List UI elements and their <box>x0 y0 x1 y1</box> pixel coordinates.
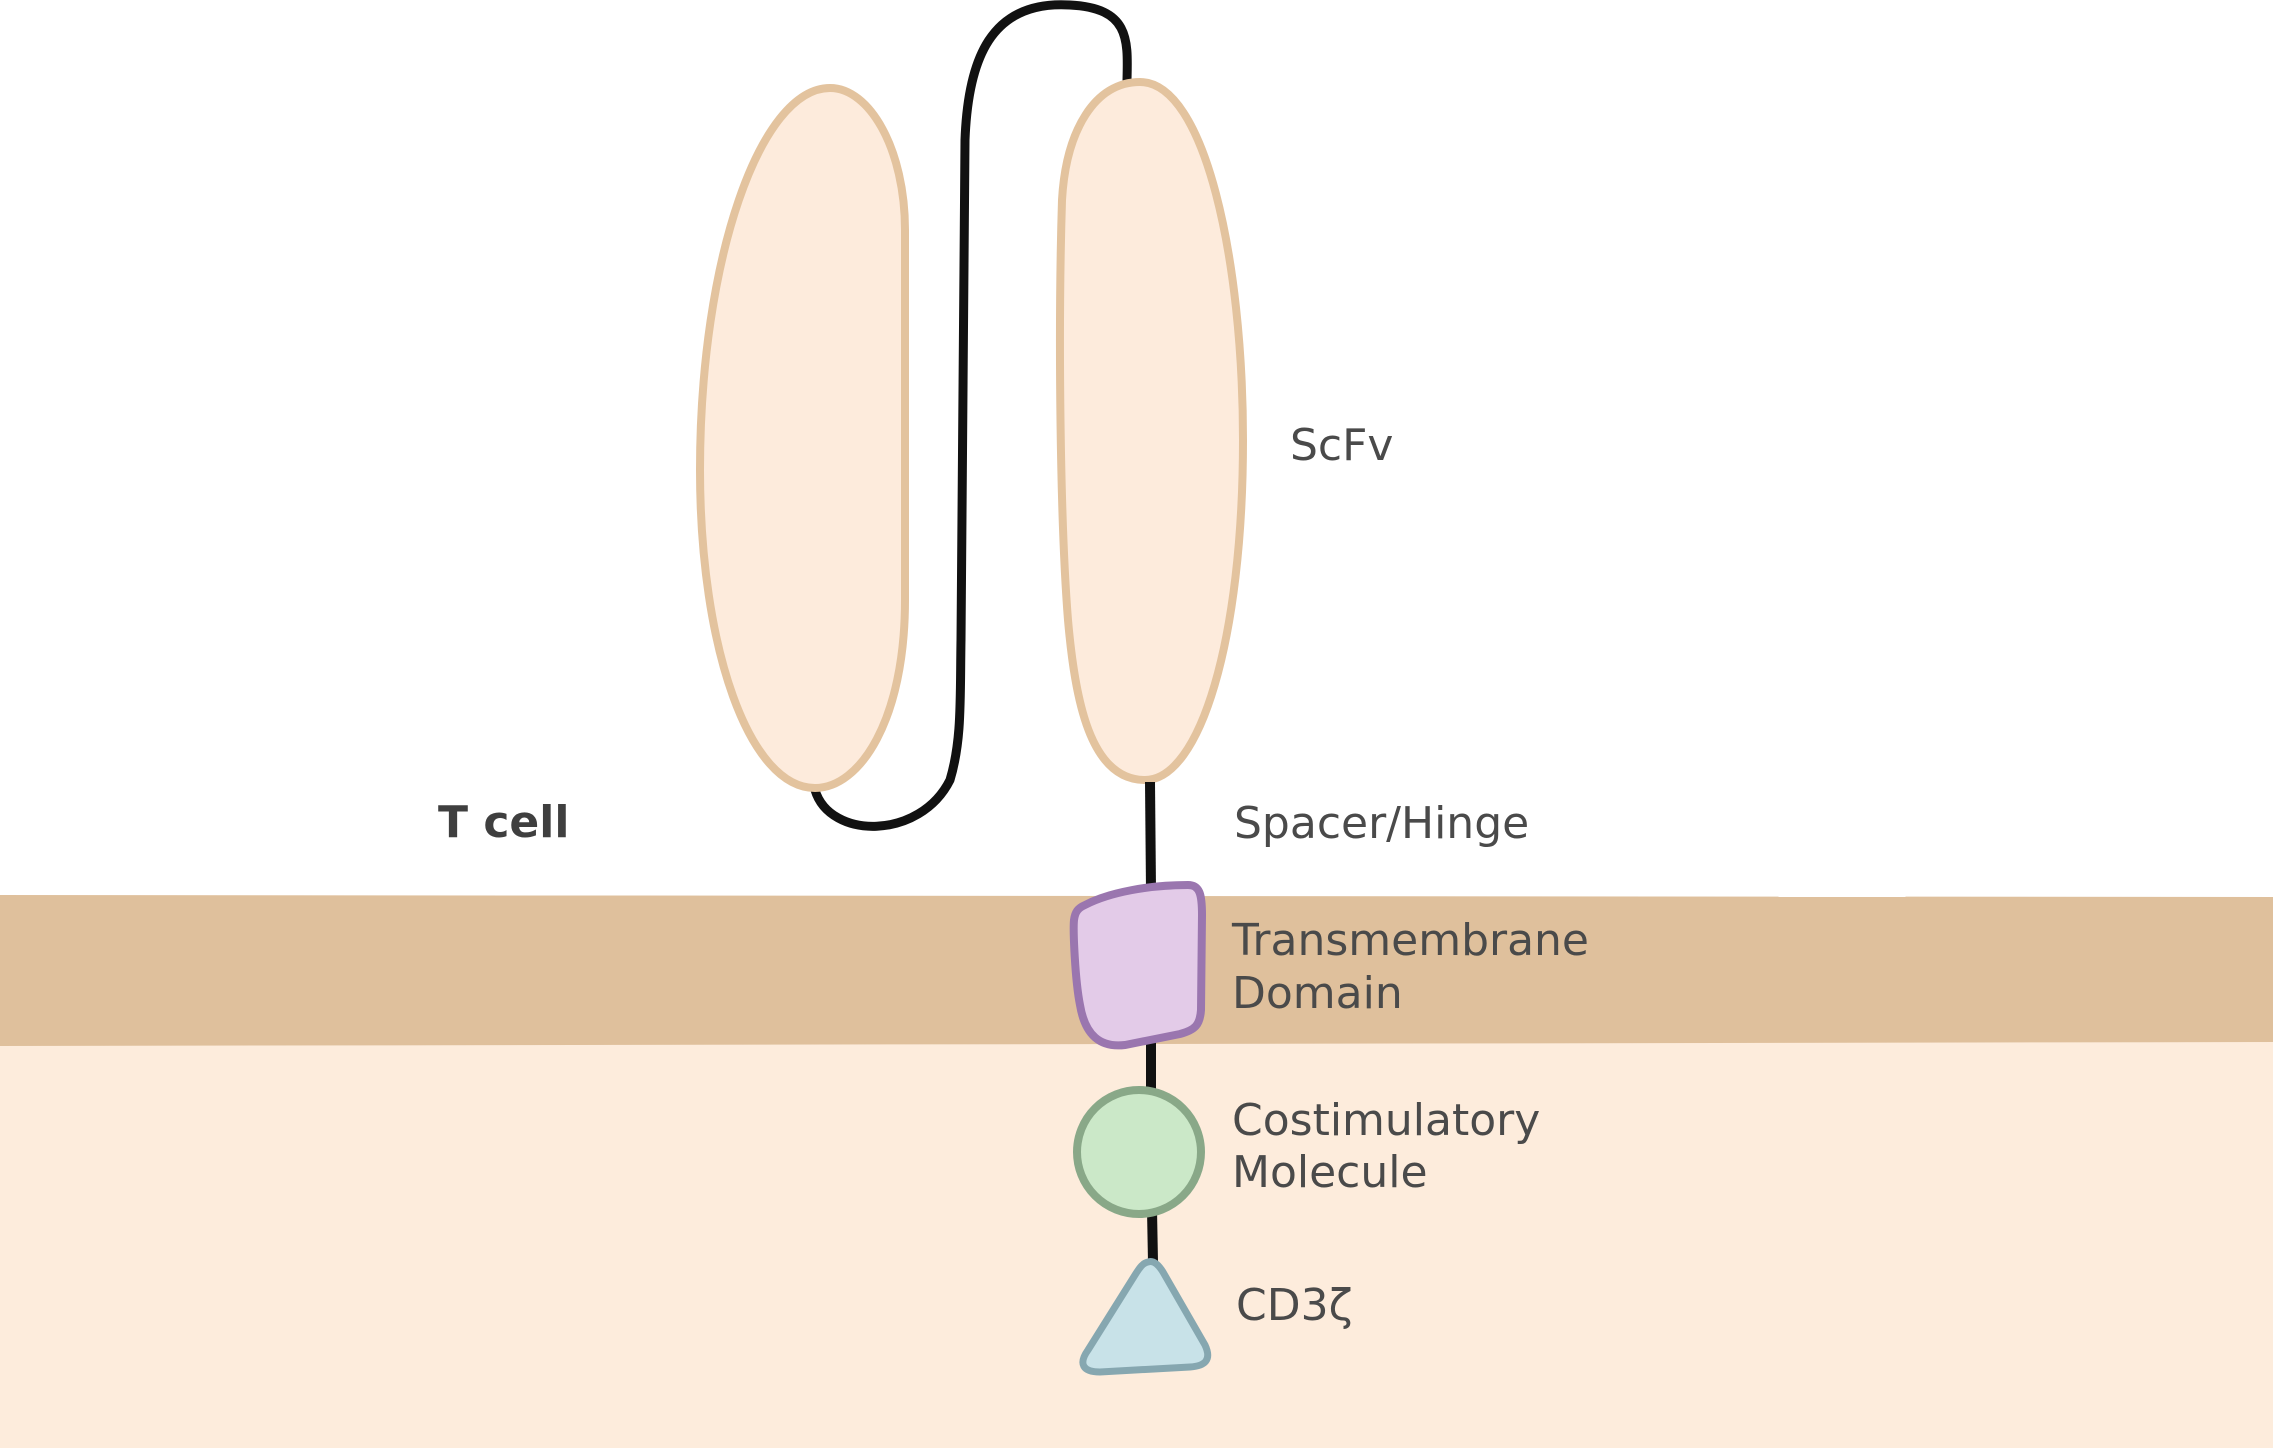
transmembrane-label-line1: Transmembrane <box>1231 915 1589 966</box>
costimulatory-label-line1: Costimulatory <box>1232 1095 1540 1146</box>
cd3z-label: CD3ζ <box>1236 1280 1353 1331</box>
costimulatory-label-line2: Molecule <box>1232 1147 1428 1198</box>
spacer-hinge-label: Spacer/Hinge <box>1234 798 1529 849</box>
scfv-label: ScFv <box>1290 420 1393 471</box>
scfv-domain-right <box>1056 77 1248 785</box>
transmembrane-label-line2: Domain <box>1232 968 1403 1019</box>
cd3z-domain <box>1079 1258 1212 1376</box>
scfv-linker <box>810 0 1132 831</box>
scfv-domain-left <box>695 83 909 793</box>
costimulatory-molecule <box>1073 1086 1205 1218</box>
intracellular-stalk-2 <box>1147 1209 1158 1263</box>
spacer-hinge-stalk <box>1145 781 1156 891</box>
transmembrane-domain <box>1069 880 1207 1050</box>
t-cell-label: T cell <box>438 797 569 848</box>
